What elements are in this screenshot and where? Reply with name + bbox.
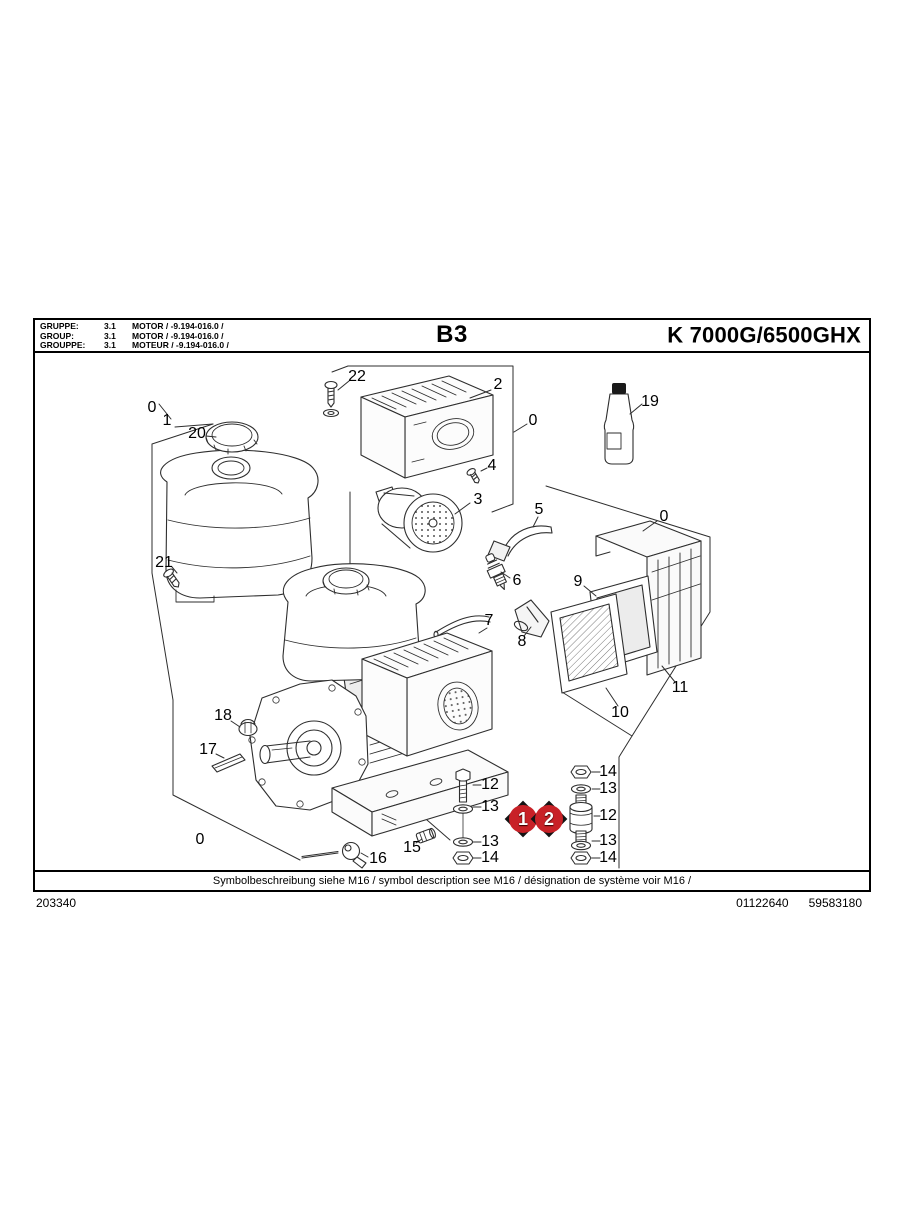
part-callout-0: 0: [659, 508, 669, 525]
part-callout-13: 13: [481, 798, 499, 815]
part-callout-17: 17: [199, 741, 217, 758]
doc-code-right-2: 59583180: [808, 896, 862, 910]
muffler: [375, 486, 463, 553]
rubber-mount-and-fasteners-right: [569, 765, 593, 865]
group-desc-en: MOTOR / -9.194-016.0 /: [132, 330, 224, 341]
part-callout-7: 7: [484, 612, 494, 629]
air-filter-element: [550, 593, 628, 694]
cover-screw-small: [466, 468, 480, 484]
part-callout-19: 19: [641, 393, 659, 410]
part-callout-22: 22: [348, 368, 366, 385]
oil-bottle: [603, 383, 635, 465]
tank-screw: [163, 568, 180, 588]
engine-base: [331, 749, 509, 837]
part-callout-5: 5: [534, 501, 544, 518]
part-callout-16: 16: [369, 850, 387, 867]
air-filter-cover: [595, 520, 702, 676]
part-callout-8: 8: [517, 633, 527, 650]
badge-number: 2: [535, 805, 563, 833]
group-num-de: 3.1: [104, 321, 116, 331]
group-label-fr: GROUPPE:: [40, 340, 86, 351]
group-num-en: 3.1: [104, 330, 116, 341]
leader-lines: [171, 380, 676, 859]
part-callout-1: 1: [162, 412, 172, 429]
part-callout-0: 0: [528, 412, 538, 429]
header-band: GRUPPE: 3.1 MOTOR / -9.194-016.0 / GROUP…: [35, 320, 869, 353]
crankcase: [248, 679, 369, 811]
shaft-key: [211, 753, 246, 773]
part-callout-15: 15: [403, 839, 421, 856]
document-frame: GRUPPE: 3.1 MOTOR / -9.194-016.0 / GROUP…: [33, 318, 871, 892]
part-callout-0: 0: [195, 831, 205, 848]
part-callout-13: 13: [481, 833, 499, 850]
group-label-de: GRUPPE:: [40, 321, 79, 331]
part-callout-11: 11: [671, 679, 689, 696]
plug-cap: [238, 718, 258, 737]
part-callout-9: 9: [573, 573, 583, 590]
model-code: K 7000G/6500GHX: [667, 321, 861, 347]
fuel-tank: [160, 449, 319, 603]
document-codes: 203340 01122640 59583180: [33, 896, 871, 910]
part-callout-20: 20: [188, 425, 206, 442]
bolt-and-washers-left: [452, 768, 474, 865]
part-callout-0: 0: [147, 399, 157, 416]
part-callout-12: 12: [599, 807, 617, 824]
group-desc-fr: MOTEUR / -9.194-016.0 /: [132, 340, 229, 351]
part-callout-13: 13: [599, 832, 617, 849]
key-with-pin: [301, 841, 367, 869]
group-num-fr: 3.1: [104, 340, 116, 351]
doc-code-right-1: 01122640: [736, 896, 789, 910]
spark-plug: [485, 553, 507, 590]
variant-badge-2: 2: [530, 800, 568, 838]
engine-air-box: [361, 632, 493, 757]
part-callout-12: 12: [481, 776, 499, 793]
group-desc-de: MOTOR / -9.194-016.0 /: [132, 321, 224, 331]
part-callout-21: 21: [155, 554, 173, 571]
sheet-code: B3: [436, 320, 468, 348]
part-callout-14: 14: [599, 763, 617, 780]
cover-screw: [322, 380, 340, 418]
part-callout-4: 4: [487, 457, 497, 474]
part-callout-18: 18: [214, 707, 232, 724]
doc-code-left: 203340: [36, 896, 77, 910]
symbol-note: Symbolbeschreibung siehe M16 / symbol de…: [212, 875, 692, 887]
group-info: GRUPPE: 3.1 MOTOR / -9.194-016.0 / GROUP…: [40, 321, 229, 351]
part-callout-3: 3: [473, 491, 483, 508]
fuel-tank-cap: [205, 421, 259, 480]
part-callout-14: 14: [599, 849, 617, 866]
footer-band: Symbolbeschreibung siehe M16 / symbol de…: [35, 870, 869, 890]
part-callout-2: 2: [493, 376, 503, 393]
group-label-en: GROUP:: [40, 330, 74, 341]
part-callout-13: 13: [599, 780, 617, 797]
part-callout-14: 14: [481, 849, 499, 866]
part-callout-10: 10: [611, 704, 629, 721]
muffler-cover: [360, 375, 494, 479]
spark-plug-boot: [513, 599, 550, 638]
part-callout-6: 6: [512, 572, 522, 589]
